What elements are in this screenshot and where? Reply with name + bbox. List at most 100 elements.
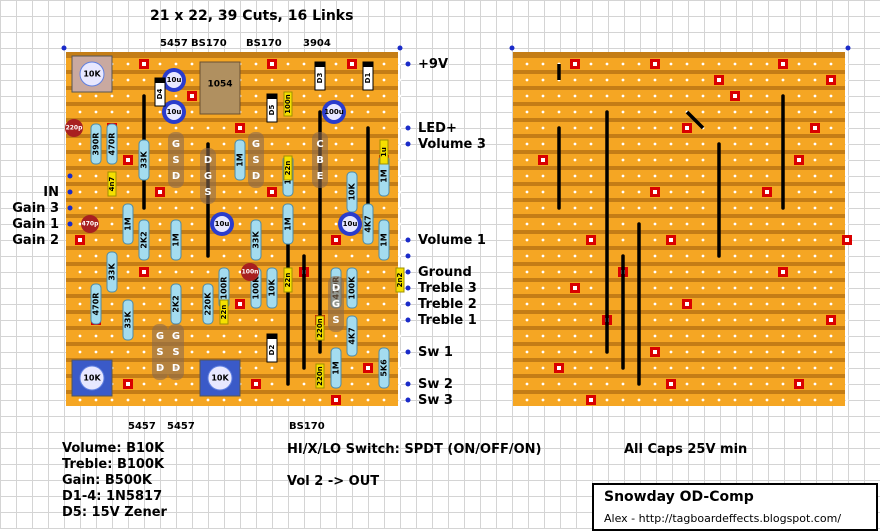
resistor-value: 10K [348, 183, 357, 201]
strip-hole [829, 206, 833, 210]
strip-hole [717, 366, 721, 370]
resistor [122, 203, 134, 245]
diode-label: D2 [268, 345, 276, 356]
strip-hole [557, 110, 561, 114]
strip-hole [653, 334, 657, 338]
strip-hole [525, 334, 529, 338]
strip-hole [302, 190, 306, 194]
strip-hole [126, 366, 130, 370]
track-cut-hole [573, 286, 577, 290]
note-vol-out: Vol 2 -> OUT [287, 474, 380, 489]
film-capacitor-value: 22n [284, 161, 292, 176]
strip-hole [142, 366, 146, 370]
strip-hole [669, 110, 673, 114]
strip-hole [589, 62, 593, 66]
strip-hole [541, 270, 545, 274]
strip-hole [190, 350, 194, 354]
resistor-value: 390R [92, 133, 101, 156]
strip-hole [190, 318, 194, 322]
film-capacitor-value: 22n [220, 305, 228, 320]
copper-strip [513, 234, 845, 246]
strip-hole [541, 366, 545, 370]
strip-hole [302, 174, 306, 178]
strip-hole [366, 350, 370, 354]
strip-hole [206, 398, 210, 402]
wire-pad [405, 285, 411, 291]
strip-hole [797, 190, 801, 194]
note-diodes: D1-4: 1N5817 [62, 489, 163, 504]
diode-label: D4 [156, 89, 164, 100]
board-title: 21 x 22, 39 Cuts, 16 Links [150, 8, 354, 24]
strip-hole [685, 158, 689, 162]
strip-hole [733, 190, 737, 194]
transistor [168, 324, 184, 380]
credit-title: Snowday OD-Comp [604, 489, 754, 505]
wire-pad [405, 237, 411, 243]
strip-hole [302, 62, 306, 66]
resistor-value: 470R [92, 293, 101, 316]
trimmer-pot-treble-label: 10K [211, 374, 229, 383]
copper-strip [66, 282, 398, 294]
strip-hole [701, 190, 705, 194]
note-zener: D5: 15V Zener [62, 505, 167, 520]
strip-hole [701, 286, 705, 290]
strip-hole [813, 318, 817, 322]
strip-hole [525, 206, 529, 210]
strip-hole [366, 254, 370, 258]
strip-hole [653, 286, 657, 290]
strip-hole [701, 174, 705, 178]
strip-hole [174, 270, 178, 274]
strip-hole [158, 110, 162, 114]
strip-hole [158, 286, 162, 290]
strip-hole [174, 206, 178, 210]
strip-hole [829, 334, 833, 338]
film-capacitor [315, 315, 325, 341]
track-cut-hole [158, 190, 162, 194]
strip-hole [813, 94, 817, 98]
strip-hole [701, 62, 705, 66]
strip-hole [334, 78, 338, 82]
resistor [202, 283, 214, 325]
strip-hole [190, 110, 194, 114]
strip-hole [334, 206, 338, 210]
strip-hole [557, 254, 561, 258]
electrolytic-capacitor-top [342, 216, 358, 232]
strip-hole [366, 318, 370, 322]
strip-hole [238, 334, 242, 338]
strip-hole [158, 142, 162, 146]
strip-hole [302, 110, 306, 114]
strip-hole [813, 286, 817, 290]
strip-hole [797, 238, 801, 242]
resistor-value: 4K7 [364, 215, 373, 232]
strip-hole [669, 270, 673, 274]
strip-hole [158, 174, 162, 178]
strip-hole [653, 222, 657, 226]
diode-band [267, 334, 277, 339]
corner-marker [845, 45, 851, 51]
strip-hole [222, 334, 226, 338]
strip-hole [589, 382, 593, 386]
strip-hole [525, 158, 529, 162]
strip-hole [653, 206, 657, 210]
strip-hole [797, 302, 801, 306]
strip-hole [206, 334, 210, 338]
strip-hole [398, 158, 402, 162]
resistor-value: 10K [268, 279, 277, 297]
strip-hole [541, 174, 545, 178]
strip-hole [94, 398, 98, 402]
strip-hole [669, 142, 673, 146]
track-cut-hole [845, 238, 849, 242]
strip-hole [733, 126, 737, 130]
strip-hole [254, 94, 258, 98]
strip-hole [525, 126, 529, 130]
strip-hole [557, 398, 561, 402]
track-cut-hole [334, 238, 338, 242]
strip-hole [334, 190, 338, 194]
strip-hole [286, 62, 290, 66]
strip-hole [398, 174, 402, 178]
strip-hole [222, 174, 226, 178]
strip-hole [382, 110, 386, 114]
strip-hole [765, 142, 769, 146]
strip-hole [621, 110, 625, 114]
strip-hole [653, 238, 657, 242]
